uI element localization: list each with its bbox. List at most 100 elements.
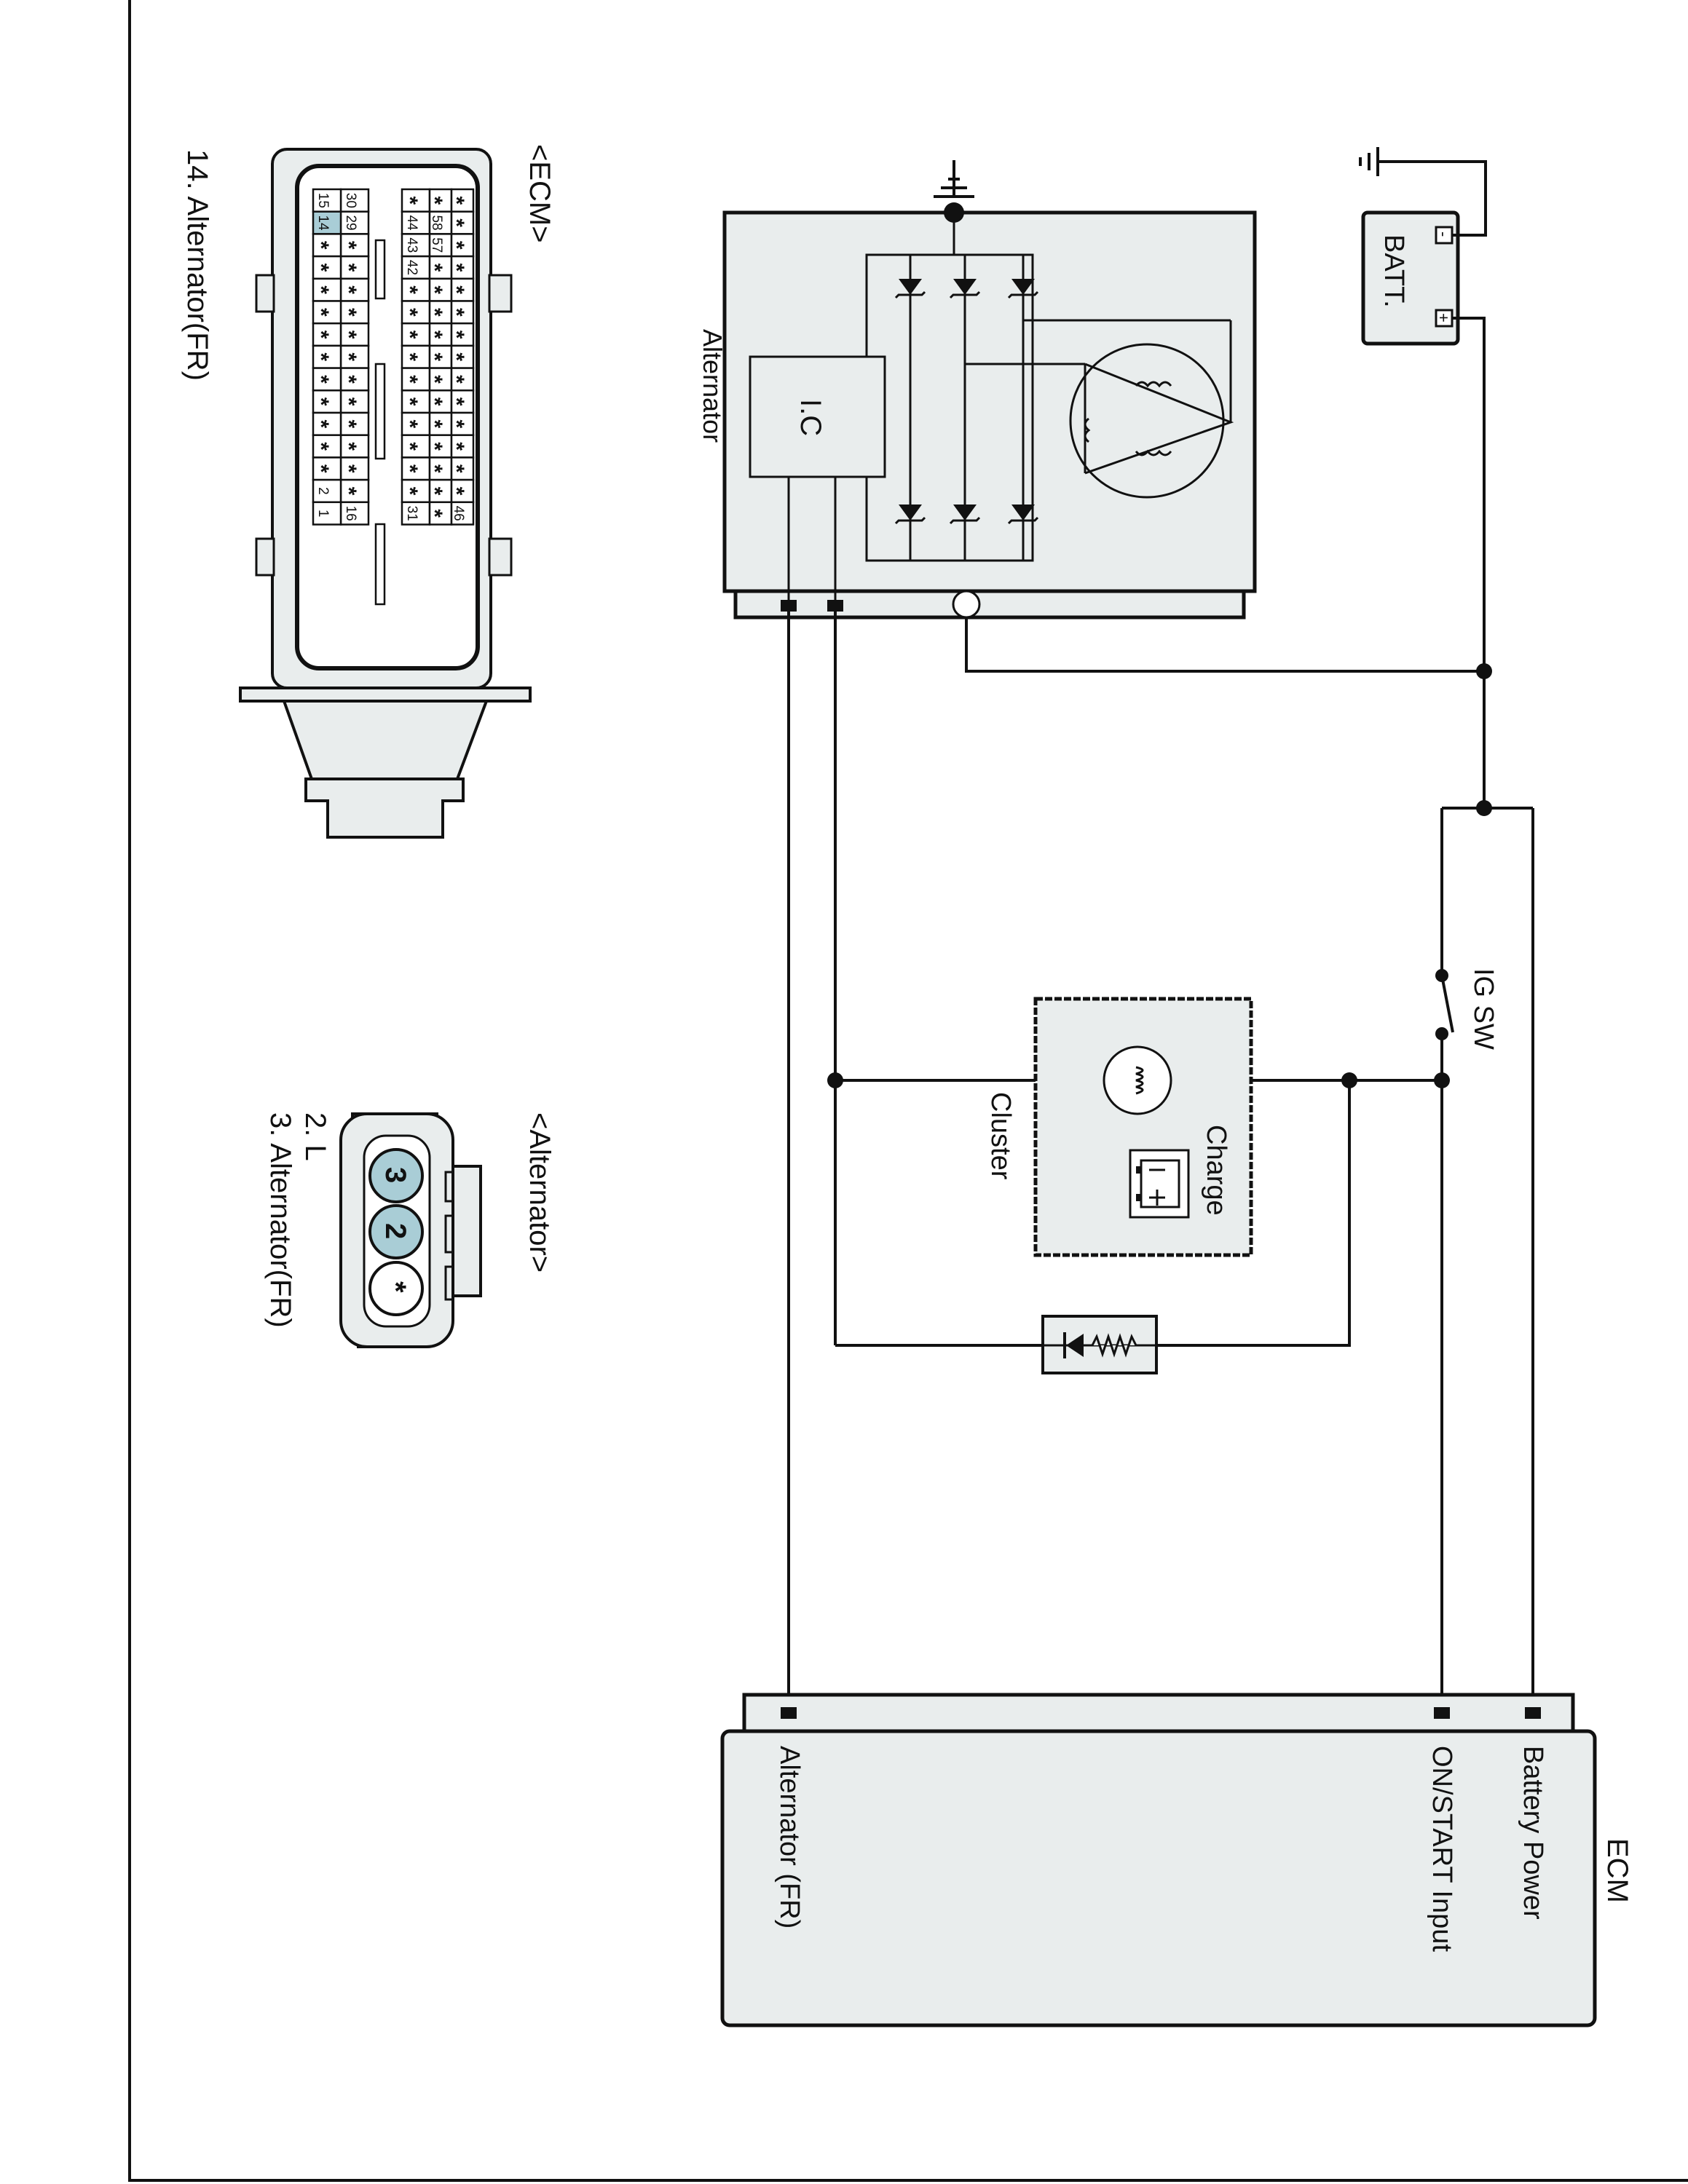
ecm-pin-cell [312,210,342,235]
ecm-pin-cell [312,277,342,302]
ecm-pin: * [422,308,446,317]
ecm-pin: * [422,509,446,518]
ecm-key-slot [374,363,386,460]
ecm-pin-label: ON/START Input [1427,1746,1457,1952]
ecm-key-slot [374,239,386,300]
battery-plus-sign: + [1435,313,1453,323]
ecm-pin-cell [450,188,475,213]
ecm-pin: * [398,331,422,339]
ecm-boot-end [304,778,465,839]
ecm-connector-title: <ECM> [524,144,556,243]
diode-bar [1007,516,1039,525]
ecm-pin-cell [339,277,370,302]
alternator-pin-list-item: 2. L [299,1112,331,1161]
ecm-pin: * [444,464,468,473]
ecm-pin: * [398,487,422,496]
ecm-latch [488,274,513,313]
diode-bar [949,516,981,525]
ecm-pin: * [336,487,360,496]
ecm-pin-cell [339,255,370,280]
ecm-pin: * [422,197,446,205]
ecm-pin: * [422,352,446,361]
ecm-pin: * [422,264,446,272]
alternator-connector-ribs [444,1171,453,1301]
charge-label: Charge [1201,1125,1231,1216]
alternator-terminal-b [952,590,981,619]
ecm-pin-cell [401,478,431,504]
ecm-pin: 15 [315,193,331,208]
ecm-pin: * [444,218,468,227]
alternator-unit: Alternator I.C [698,160,1257,620]
ecm-pin: * [309,464,333,473]
ecm-pin: 57 [429,237,444,253]
ecm-pin: * [422,487,446,496]
ecm-pin-on-start [1434,1707,1450,1719]
ecm-pin: * [398,308,422,317]
ecm-pin-cell [450,478,475,504]
ecm-latch [488,537,513,577]
ecm-label: ECM [1601,1838,1633,1903]
ecm-pin-description: 14. Alternator(FR) [181,149,213,381]
ecm-pin: * [336,352,360,361]
ecm-pin-cell [339,501,370,526]
ecm-pin: * [398,285,422,294]
ecm-pin: * [422,464,446,473]
alternator-connector-title: <Alternator> [524,1112,556,1273]
ecm-pin-cell [401,501,431,526]
battery-ground-wire [1378,160,1487,237]
ecm-pin: 2 [315,487,331,495]
alternator-label: Alternator [698,329,727,443]
ecm-pin: * [336,397,360,406]
ecm-pin-battery-power [1525,1707,1541,1719]
battery-body [1361,210,1460,346]
ecm-pin: 44 [404,215,419,231]
ecm-pin: * [336,442,360,451]
alternator-pin-empty [368,1261,424,1316]
ecm-pin: * [309,285,333,294]
ecm-pin: * [444,442,468,451]
ecm-pin: 42 [404,260,419,275]
ecm-pin: * [309,420,333,429]
ecm-pin: * [444,264,468,272]
diode-symbol [899,505,922,521]
ecm-pin: * [444,285,468,294]
cluster-label: Cluster [985,1092,1016,1180]
ecm-pin-cell [312,411,342,436]
ecm-pin-cell [401,255,431,280]
ecm-pin-cell [312,322,342,347]
ecm-pin: 1 [315,510,331,518]
ecm-pin: * [309,241,333,250]
ecm-pin-label: Alternator (FR) [774,1746,805,1928]
ecm-pin: * [422,331,446,339]
ic-label: I.C [794,399,827,436]
diode-symbol [1011,505,1035,521]
ecm-pin-cell [401,367,431,392]
alternator-pin-list-item: 3. Alternator(FR) [264,1112,296,1328]
ecm-pin-cell [450,322,475,347]
ecm-pin: 29 [343,215,358,230]
stator-coil [1135,449,1172,456]
ecm-pin: * [444,197,468,205]
ecm-pin: * [398,197,422,205]
stator-delta [1084,363,1234,475]
ecm-pin-cell [312,300,342,325]
ecm-pin: * [444,420,468,429]
ecm-pin: * [336,420,360,429]
ecm-boot-flange [239,687,532,703]
ecm-pin: * [309,352,333,361]
diode-bar [949,290,981,299]
alternator-pin-label: 3 [379,1167,411,1183]
ecm-pin: 46 [451,506,466,521]
diode-symbol [1066,1334,1084,1357]
b-terminal-wire [965,617,1484,673]
ecm-pin: * [444,241,468,250]
ecm-pin-cell [450,434,475,459]
alternator-terminal-fr [781,600,797,612]
battery-warning-symbol [1136,1166,1141,1174]
ecm-pin-cell [312,501,342,526]
battery-plus-wire [1452,317,1486,808]
resistor-symbol [1091,1333,1137,1358]
